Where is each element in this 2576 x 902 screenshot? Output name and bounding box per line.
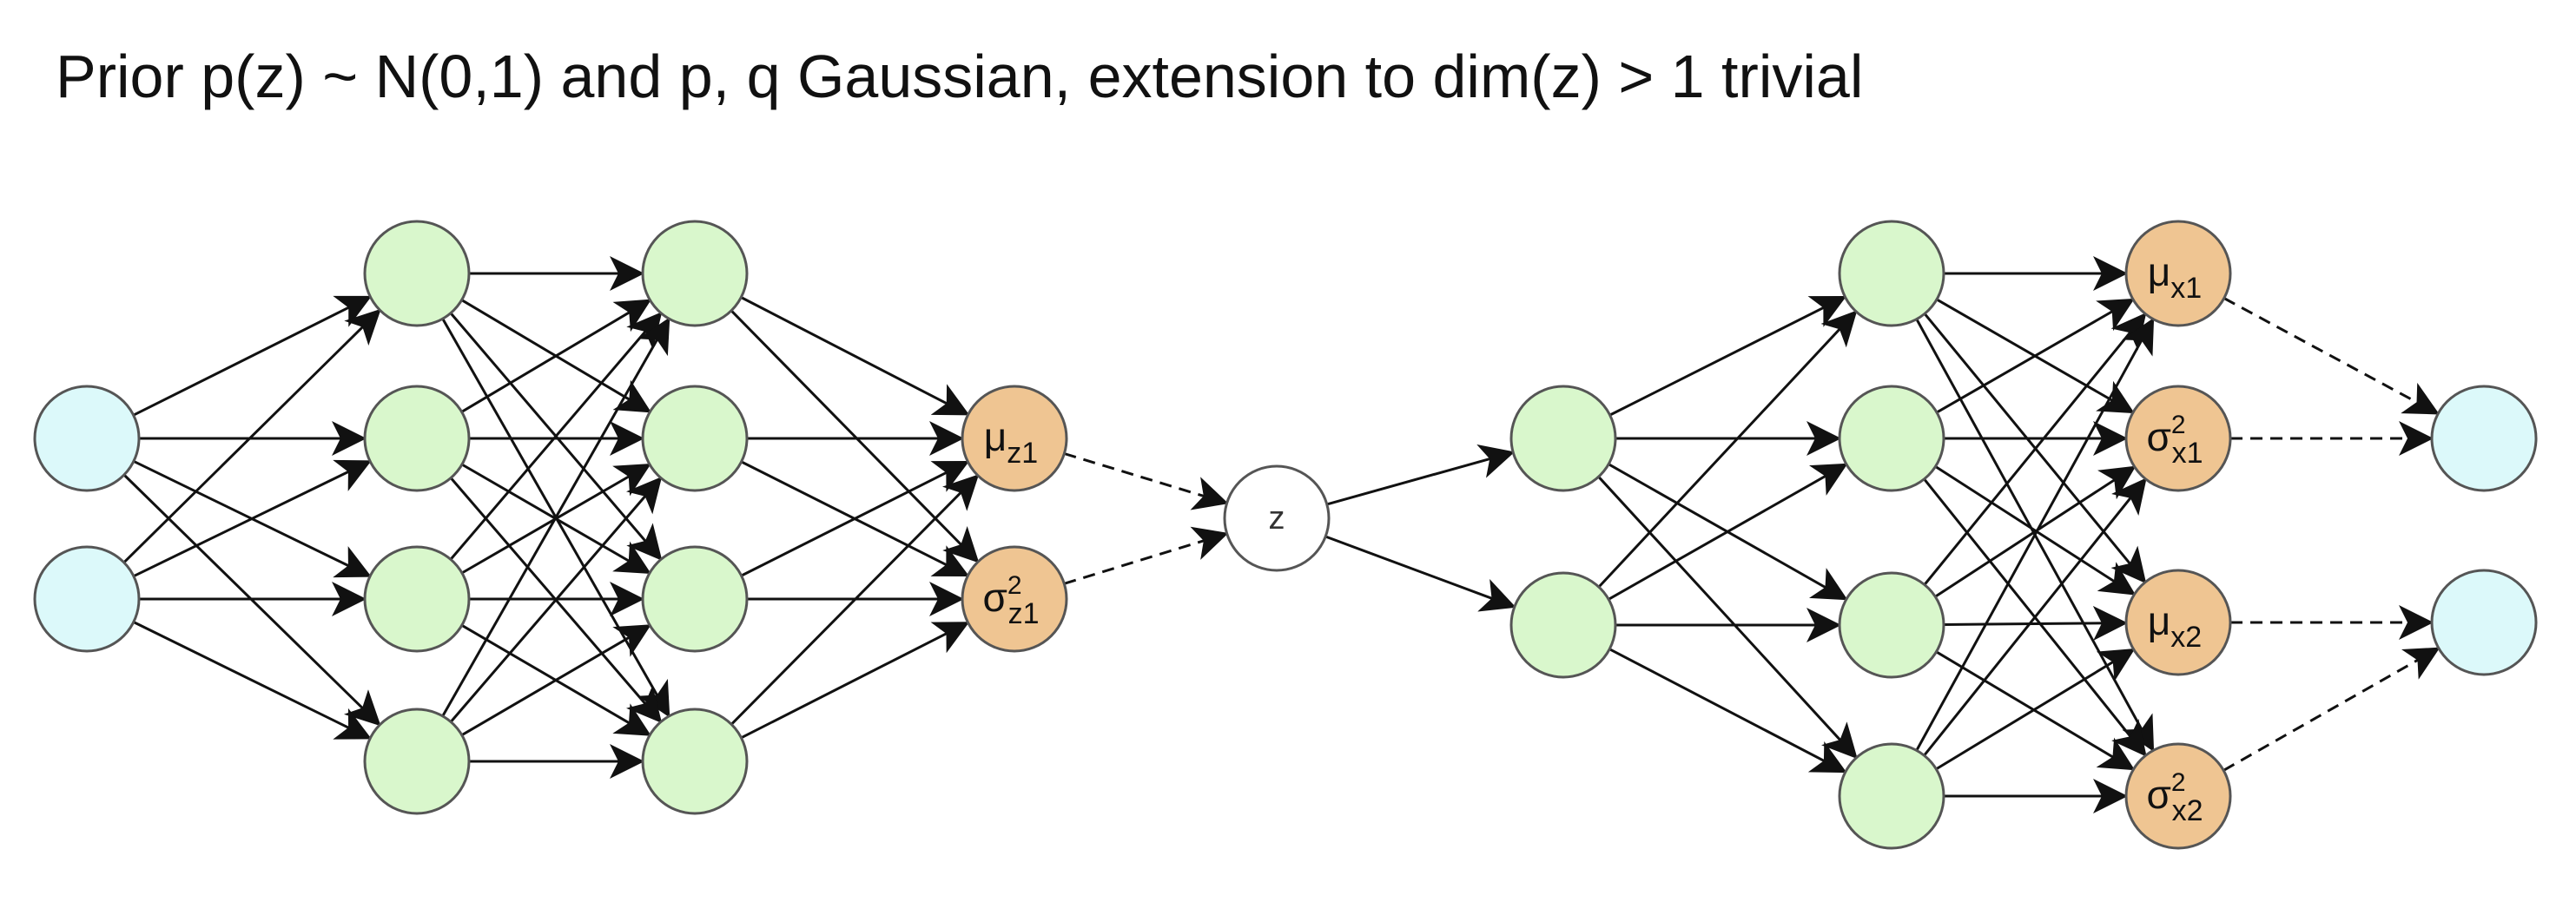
encoder-input-node-1 bbox=[33, 385, 141, 492]
encoder-param-node-1 bbox=[961, 385, 1068, 492]
dec-h2-param-edge-2-1 bbox=[1934, 465, 2137, 598]
enc-h1-h2-edge-3-1 bbox=[449, 476, 663, 723]
encoder-param-label-1-subscript: z1 bbox=[1007, 437, 1038, 470]
enc-h2-param-edge-3-1 bbox=[740, 622, 970, 740]
encoder-param-label-1-symbol: μ bbox=[984, 414, 1007, 459]
enc-h1-h2-edge-3-0 bbox=[441, 317, 670, 717]
encoder-hidden2-node-3 bbox=[641, 545, 749, 653]
decoder-param-label-4-subscript: x2 bbox=[2172, 794, 2203, 827]
z-dec-h1-edge-0 bbox=[1326, 444, 1516, 506]
encoder-hidden1-node-1 bbox=[363, 220, 471, 327]
enc-param-z-edge-1 bbox=[1063, 526, 1229, 585]
z-dec-h1-edge-1 bbox=[1324, 535, 1516, 612]
encoder-param-label-2-superscript: 2 bbox=[1007, 571, 1022, 600]
decoder-param-label-3-subscript: x2 bbox=[2170, 621, 2202, 654]
latent-z-label: z bbox=[1269, 500, 1285, 537]
decoder-param-label-3: μx2 bbox=[2148, 598, 2202, 654]
dec-h1-h2-edge-1-3 bbox=[1608, 648, 1847, 774]
dec-h1-h2-edge-1-1 bbox=[1608, 463, 1848, 601]
dec-h1-h2-edge-1-0 bbox=[1597, 310, 1858, 589]
decoder-hidden2-node-3 bbox=[1838, 571, 1945, 679]
decoder-hidden1-node-2 bbox=[1509, 571, 1617, 679]
dec-h2-param-edge-1-0 bbox=[1936, 298, 2135, 414]
enc-in-h1-edge-1-1 bbox=[133, 459, 372, 578]
encoder-param-label-2-symbol: σ bbox=[983, 575, 1007, 620]
decoder-param-label-2-symbol: σ bbox=[2147, 414, 2171, 459]
encoder-param-node-2 bbox=[961, 545, 1068, 653]
enc-in-h1-edge-1-0 bbox=[122, 308, 381, 563]
decoder-hidden1-node-1 bbox=[1509, 385, 1617, 492]
dec-h2-param-edge-0-2 bbox=[1923, 313, 2147, 584]
encoder-hidden2-node-2 bbox=[641, 385, 749, 492]
decoder-param-label-3-symbol: μ bbox=[2148, 598, 2171, 643]
decoder-param-label-2-superscript: 2 bbox=[2171, 411, 2186, 439]
enc-h2-param-edge-0-1 bbox=[730, 309, 980, 563]
decoder-output-node-2 bbox=[2430, 569, 2538, 676]
encoder-hidden1-node-2 bbox=[363, 385, 471, 492]
encoder-input-node-2 bbox=[33, 545, 141, 653]
decoder-param-node-1 bbox=[2124, 220, 2232, 327]
encoder-hidden1-node-4 bbox=[363, 708, 471, 815]
dec-param-out-edge-3 bbox=[2223, 647, 2441, 772]
encoder-param-label-2-subscript: z1 bbox=[1008, 597, 1040, 630]
decoder-param-label-1-symbol: μ bbox=[2148, 249, 2171, 294]
dec-h1-h2-edge-0-3 bbox=[1597, 476, 1858, 760]
enc-h2-param-edge-2-0 bbox=[740, 461, 970, 577]
dec-h2-param-edge-2-0 bbox=[1923, 312, 2147, 586]
page-title: Prior p(z) ~ N(0,1) and p, q Gaussian, e… bbox=[56, 43, 1864, 110]
enc-in-h1-edge-1-3 bbox=[133, 621, 372, 740]
decoder-param-label-2-subscript: x1 bbox=[2172, 437, 2203, 470]
enc-param-z-edge-0 bbox=[1063, 452, 1229, 510]
dec-h2-param-edge-3-2 bbox=[1935, 649, 2136, 771]
decoder-param-label-1-subscript: x1 bbox=[2170, 272, 2202, 305]
enc-h2-param-edge-3-0 bbox=[730, 474, 980, 726]
decoder-hidden2-node-1 bbox=[1838, 220, 1945, 327]
dec-h1-h2-edge-0-0 bbox=[1608, 296, 1847, 417]
decoder-param-node-4 bbox=[2124, 742, 2232, 850]
encoder-hidden2-node-4 bbox=[641, 708, 749, 815]
decoder-param-label-4-symbol: σ bbox=[2147, 772, 2171, 817]
decoder-param-node-2 bbox=[2124, 385, 2232, 492]
dec-h2-param-edge-2-2 bbox=[1943, 605, 2128, 641]
enc-h1-h2-edge-1-0 bbox=[460, 299, 652, 413]
dec-param-out-edge-0 bbox=[2223, 297, 2440, 415]
enc-h2-param-edge-0-0 bbox=[740, 296, 970, 416]
latent-z-node bbox=[1223, 464, 1331, 572]
enc-h1-h2-edge-3-2 bbox=[461, 624, 651, 736]
decoder-output-node-1 bbox=[2430, 385, 2538, 492]
dec-h2-param-edge-3-1 bbox=[1923, 477, 2147, 757]
decoder-param-label-4-superscript: 2 bbox=[2171, 768, 2186, 797]
decoder-hidden2-node-4 bbox=[1838, 742, 1945, 850]
dec-h2-param-edge-3-0 bbox=[1915, 317, 2155, 752]
decoder-param-node-3 bbox=[2124, 569, 2232, 676]
decoder-hidden2-node-2 bbox=[1838, 385, 1945, 492]
enc-in-h1-edge-0-0 bbox=[133, 295, 373, 417]
edges-layer bbox=[122, 256, 2441, 813]
encoder-param-label-1: μz1 bbox=[984, 414, 1038, 470]
encoder-hidden2-node-1 bbox=[641, 220, 749, 327]
dec-h2-param-edge-1-2 bbox=[1934, 465, 2137, 596]
enc-h1-h2-edge-2-0 bbox=[449, 312, 663, 561]
encoder-hidden1-node-3 bbox=[363, 545, 471, 653]
decoder-param-label-1: μx1 bbox=[2148, 249, 2202, 305]
